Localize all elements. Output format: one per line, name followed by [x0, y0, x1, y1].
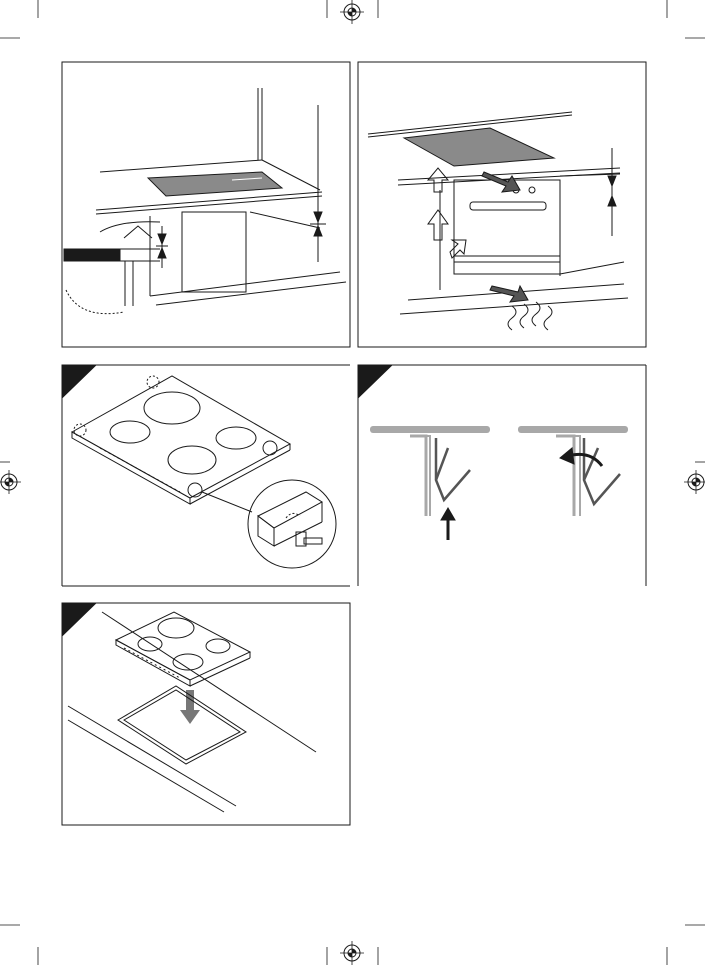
panel-oven-ventilation [358, 62, 646, 347]
up-arrow-icon [441, 508, 455, 540]
corner-tab [62, 365, 96, 398]
corner-tab [62, 603, 96, 636]
registration-mark-icon [684, 470, 705, 494]
panel-hob-insertion [62, 603, 350, 825]
panel-cabinet-clearance [62, 62, 350, 347]
registration-mark-icon [340, 0, 364, 24]
panel-hob-clips [62, 365, 350, 586]
registration-mark-icon [340, 941, 364, 965]
corner-tab [358, 365, 392, 398]
registration-mark-icon [0, 470, 21, 494]
panel-clip-detail [358, 365, 646, 586]
